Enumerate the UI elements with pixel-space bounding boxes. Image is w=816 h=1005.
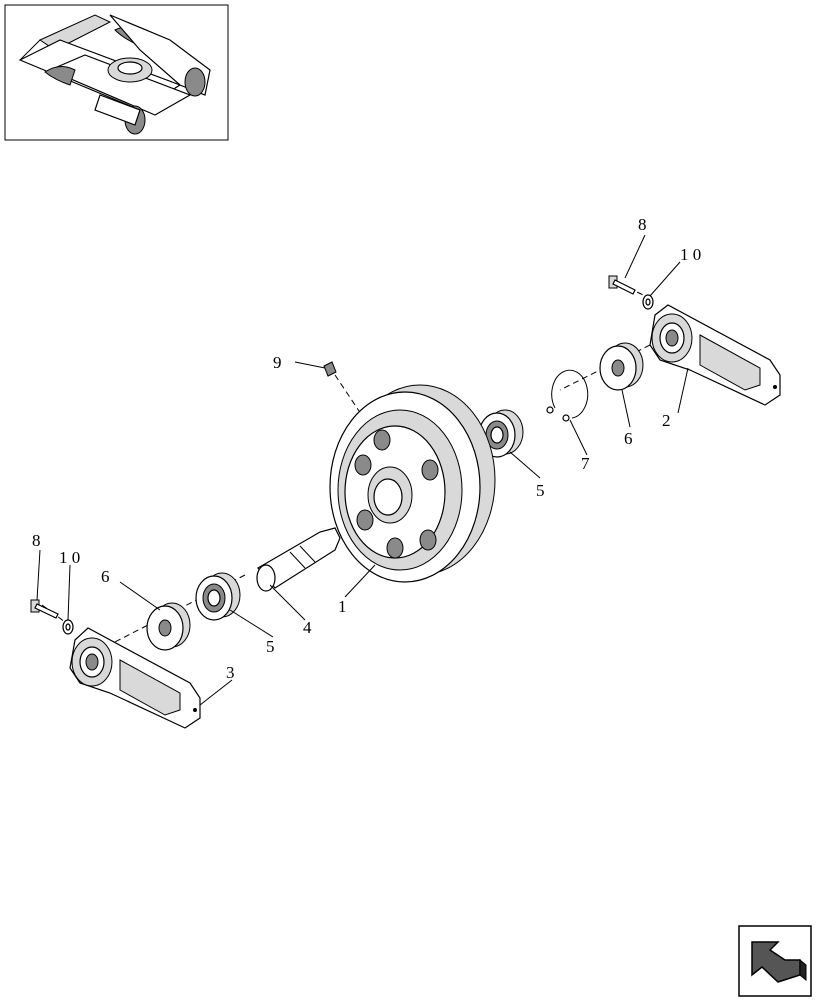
- return-arrow-icon[interactable]: [738, 925, 812, 997]
- callout-5-right: 5: [536, 481, 545, 500]
- snap-ring-part-7: [546, 369, 589, 422]
- idler-wheel-part-1: [329, 384, 496, 583]
- callout-7: 7: [581, 454, 590, 473]
- callout-10-left: 1 0: [59, 548, 80, 567]
- undercarriage-thumbnail-image: [4, 4, 229, 141]
- bracket-right-part-2: [649, 304, 781, 406]
- shaft-part-4: [256, 527, 341, 592]
- callout-6-right: 6: [624, 429, 633, 448]
- callout-10-right: 1 0: [680, 245, 701, 264]
- callout-6-left: 6: [101, 567, 110, 586]
- seal-collar-right-part-6: [599, 342, 644, 391]
- bracket-left-part-3: [69, 627, 201, 729]
- bolt-left-part-8: [30, 599, 59, 619]
- washer-right-part-10: [642, 294, 654, 310]
- seal-collar-left-part-6: [146, 602, 191, 651]
- bolt-right-part-8: [608, 275, 636, 295]
- callout-1: 1: [338, 597, 347, 616]
- washer-left-part-10: [62, 619, 74, 635]
- callout-5-left: 5: [266, 637, 275, 656]
- callout-9: 9: [273, 353, 282, 372]
- callout-2: 2: [662, 411, 671, 430]
- callout-8-left: 8: [32, 531, 41, 550]
- callout-8-right: 8: [638, 215, 647, 234]
- leader-lines: [36, 234, 689, 706]
- callout-4: 4: [303, 618, 312, 637]
- plug-part-9: [323, 361, 337, 377]
- bearing-left-part-5: [195, 572, 241, 621]
- callout-3: 3: [226, 663, 235, 682]
